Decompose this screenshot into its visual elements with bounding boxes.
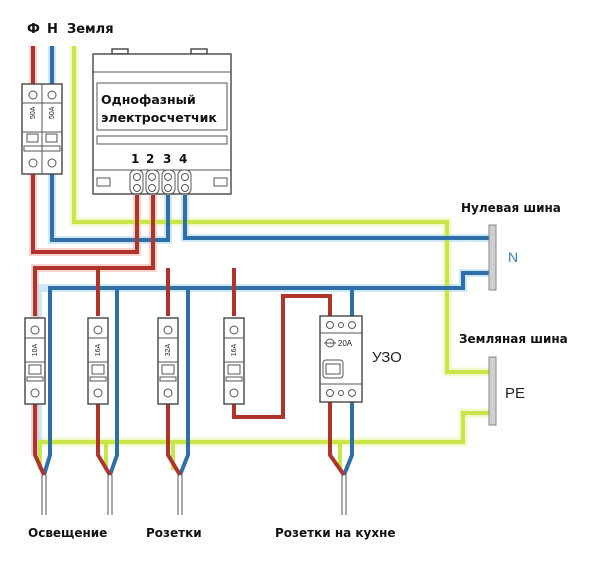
breaker-3[interactable]: 32A [157,317,179,405]
rcd-rating: 20A [338,339,353,348]
neutral-busbar [488,224,497,291]
main-breaker-pole2-rating: 50A [49,106,56,119]
neutral-bus-title: Нулевая шина [461,201,561,215]
output-label-sockets: Розетки [146,526,202,540]
ground-wires [38,46,492,470]
ground-bus-mark: PE [505,385,525,402]
meter-title-line2: электросчетчик [101,110,217,125]
meter-terminal-label-3: 3 [163,152,171,166]
meter-terminal-block [129,169,192,195]
ground-busbar [488,356,497,426]
main-breaker-pole1-rating: 50A [30,106,37,119]
phase-to-rcd-wire [232,294,332,419]
meter-terminal-label-2: 2 [146,152,154,166]
output-label-lighting: Освещение [28,526,107,540]
breaker-3-rating: 32A [165,343,172,356]
neutral-bus-mark: N [508,249,518,265]
breaker-4-rating: 16A [231,343,238,356]
meter-title-line1: Однофазный [101,92,196,107]
breaker-4[interactable]: 16A [223,317,245,405]
output-cables [41,475,347,515]
breaker-1[interactable]: 10A [24,317,46,405]
phase-input-label: Ф [27,22,40,37]
main-breaker[interactable]: 50A 50A [21,83,63,175]
output-label-kitchen-sockets: Розетки на кухне [275,526,396,540]
phase-distribution-wire [33,195,155,316]
ground-distribution-wire [38,411,492,444]
rcd-label: УЗО [372,349,402,366]
ground-bus-title: Земляная шина [459,332,568,346]
ground-main-wire [72,46,492,374]
ground-input-label: Земля [67,22,114,37]
neutral-distribution-wire [48,271,492,440]
breaker-2-rating: 16A [95,343,102,356]
breaker-2[interactable]: 16A [87,317,109,405]
neutral-to-bus-wire [183,195,492,240]
rcd-device[interactable]: 20A [319,315,363,403]
meter-terminal-label-1: 1 [131,152,139,166]
breaker-1-rating: 10A [32,343,39,356]
neutral-input-label: Н [47,22,58,37]
meter-terminal-label-4: 4 [179,152,187,166]
electricity-meter: Однофазный электросчетчик 1 2 3 4 [92,48,232,195]
